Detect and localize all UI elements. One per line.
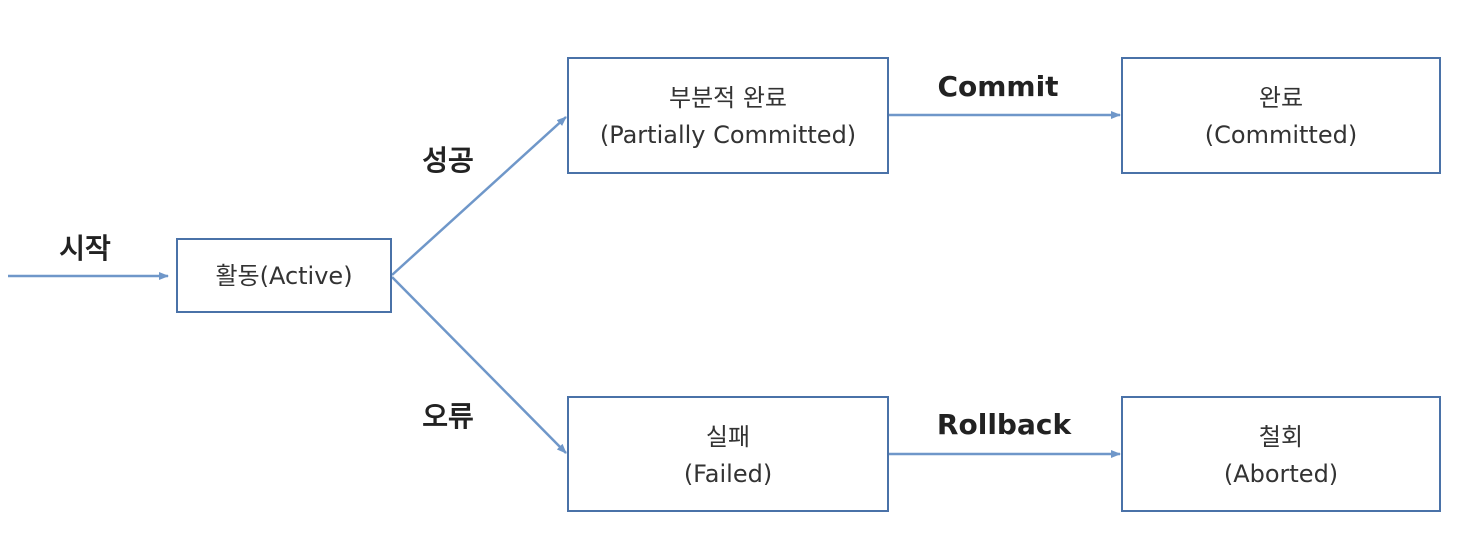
start-label: 시작 bbox=[59, 232, 111, 265]
success-arrow bbox=[391, 116, 567, 276]
node-committed: 완료 (Committed) bbox=[1121, 57, 1441, 174]
success-label: 성공 bbox=[422, 144, 474, 177]
node-active-label: 활동(Active) bbox=[215, 262, 352, 290]
commit-label: Commit bbox=[937, 70, 1058, 103]
node-failed-subtitle: (Failed) bbox=[684, 460, 772, 488]
node-partially-committed: 부분적 완료 (Partially Committed) bbox=[567, 57, 889, 174]
node-aborted-subtitle: (Aborted) bbox=[1224, 460, 1338, 488]
node-failed: 실패 (Failed) bbox=[567, 396, 889, 512]
node-active: 활동(Active) bbox=[176, 238, 392, 313]
node-committed-title: 완료 bbox=[1259, 84, 1303, 112]
error-label: 오류 bbox=[422, 400, 474, 433]
error-arrow bbox=[391, 276, 567, 454]
node-partially-committed-title: 부분적 완료 bbox=[669, 84, 787, 112]
node-partially-committed-subtitle: (Partially Committed) bbox=[600, 121, 856, 149]
node-aborted-title: 철회 bbox=[1259, 423, 1303, 451]
rollback-label: Rollback bbox=[937, 408, 1073, 441]
node-aborted: 철회 (Aborted) bbox=[1121, 396, 1441, 512]
node-failed-title: 실패 bbox=[706, 423, 750, 451]
node-committed-subtitle: (Committed) bbox=[1205, 121, 1357, 149]
